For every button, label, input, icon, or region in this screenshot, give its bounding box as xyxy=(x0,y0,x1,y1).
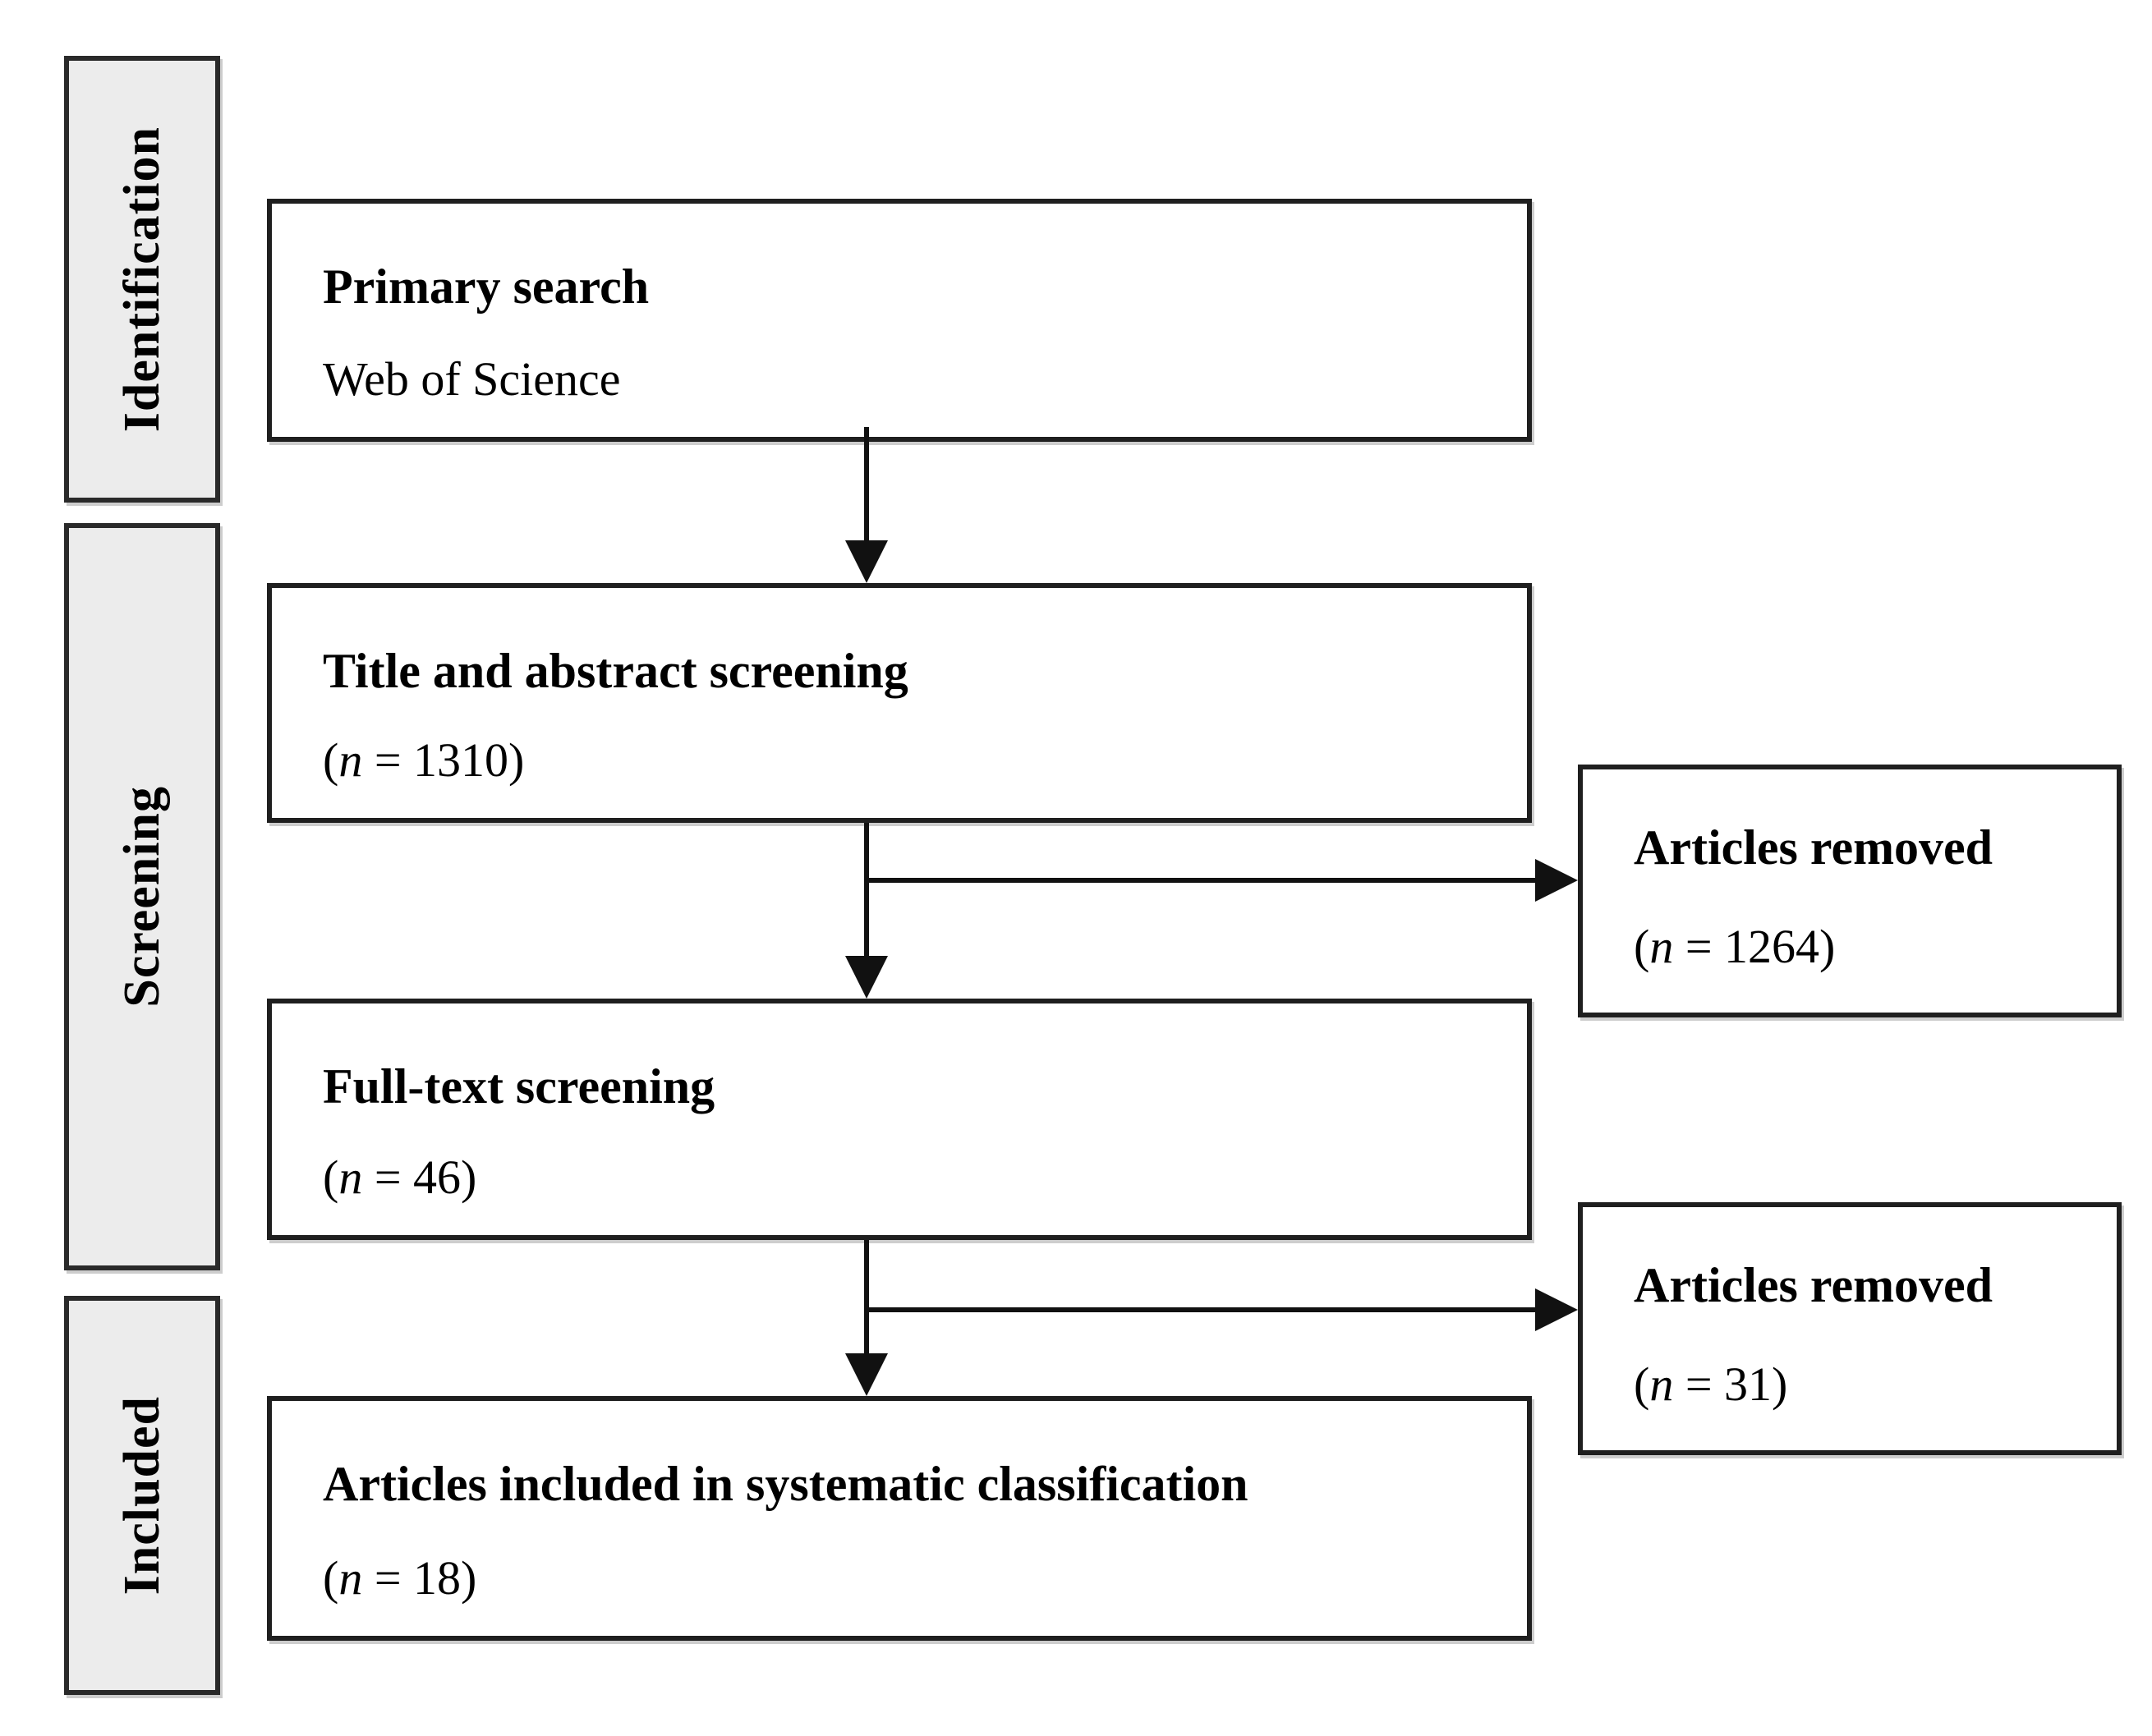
arrowhead-down-1-icon xyxy=(845,540,888,583)
stage-identification: Identification xyxy=(64,56,220,503)
title-abstract-screening-title: Title and abstract screening xyxy=(323,644,908,698)
title-abstract-screening-count: (n = 1310) xyxy=(323,733,525,788)
stage-screening-label: Screening xyxy=(113,786,170,1008)
articles-removed-1-title: Articles removed xyxy=(1634,820,1993,875)
box-title-abstract-screening: Title and abstract screening (n = 1310) xyxy=(267,583,1532,823)
articles-removed-1-count: (n = 1264) xyxy=(1634,920,1836,974)
box-full-text-screening: Full-text screening (n = 46) xyxy=(267,999,1532,1240)
branch-line-removed-2 xyxy=(864,1307,1536,1312)
branch-line-removed-1 xyxy=(864,878,1536,883)
arrow-line-search-to-screening xyxy=(864,427,869,544)
articles-removed-2-count: (n = 31) xyxy=(1634,1357,1788,1412)
stage-identification-label: Identification xyxy=(113,126,170,433)
stage-screening: Screening xyxy=(64,523,220,1270)
arrowhead-right-2-icon xyxy=(1535,1288,1578,1331)
primary-search-title: Primary search xyxy=(323,259,650,314)
arrowhead-down-2-icon xyxy=(845,956,888,999)
arrow-line-fulltext-to-included xyxy=(864,1240,869,1357)
stage-included: Included xyxy=(64,1296,220,1695)
articles-removed-2-title: Articles removed xyxy=(1634,1258,1993,1312)
arrowhead-down-3-icon xyxy=(845,1353,888,1396)
included-articles-count: (n = 18) xyxy=(323,1551,477,1605)
included-articles-title: Articles included in systematic classifi… xyxy=(323,1457,1248,1511)
primary-search-source: Web of Science xyxy=(323,352,621,406)
full-text-screening-title: Full-text screening xyxy=(323,1059,715,1114)
box-included-articles: Articles included in systematic classifi… xyxy=(267,1396,1532,1641)
stage-included-label: Included xyxy=(113,1395,170,1596)
box-primary-search: Primary search Web of Science xyxy=(267,199,1532,442)
full-text-screening-count: (n = 46) xyxy=(323,1150,477,1205)
arrowhead-right-1-icon xyxy=(1535,859,1578,902)
box-articles-removed-2: Articles removed (n = 31) xyxy=(1578,1202,2122,1455)
box-articles-removed-1: Articles removed (n = 1264) xyxy=(1578,765,2122,1017)
arrow-line-screening-to-fulltext xyxy=(864,823,869,959)
